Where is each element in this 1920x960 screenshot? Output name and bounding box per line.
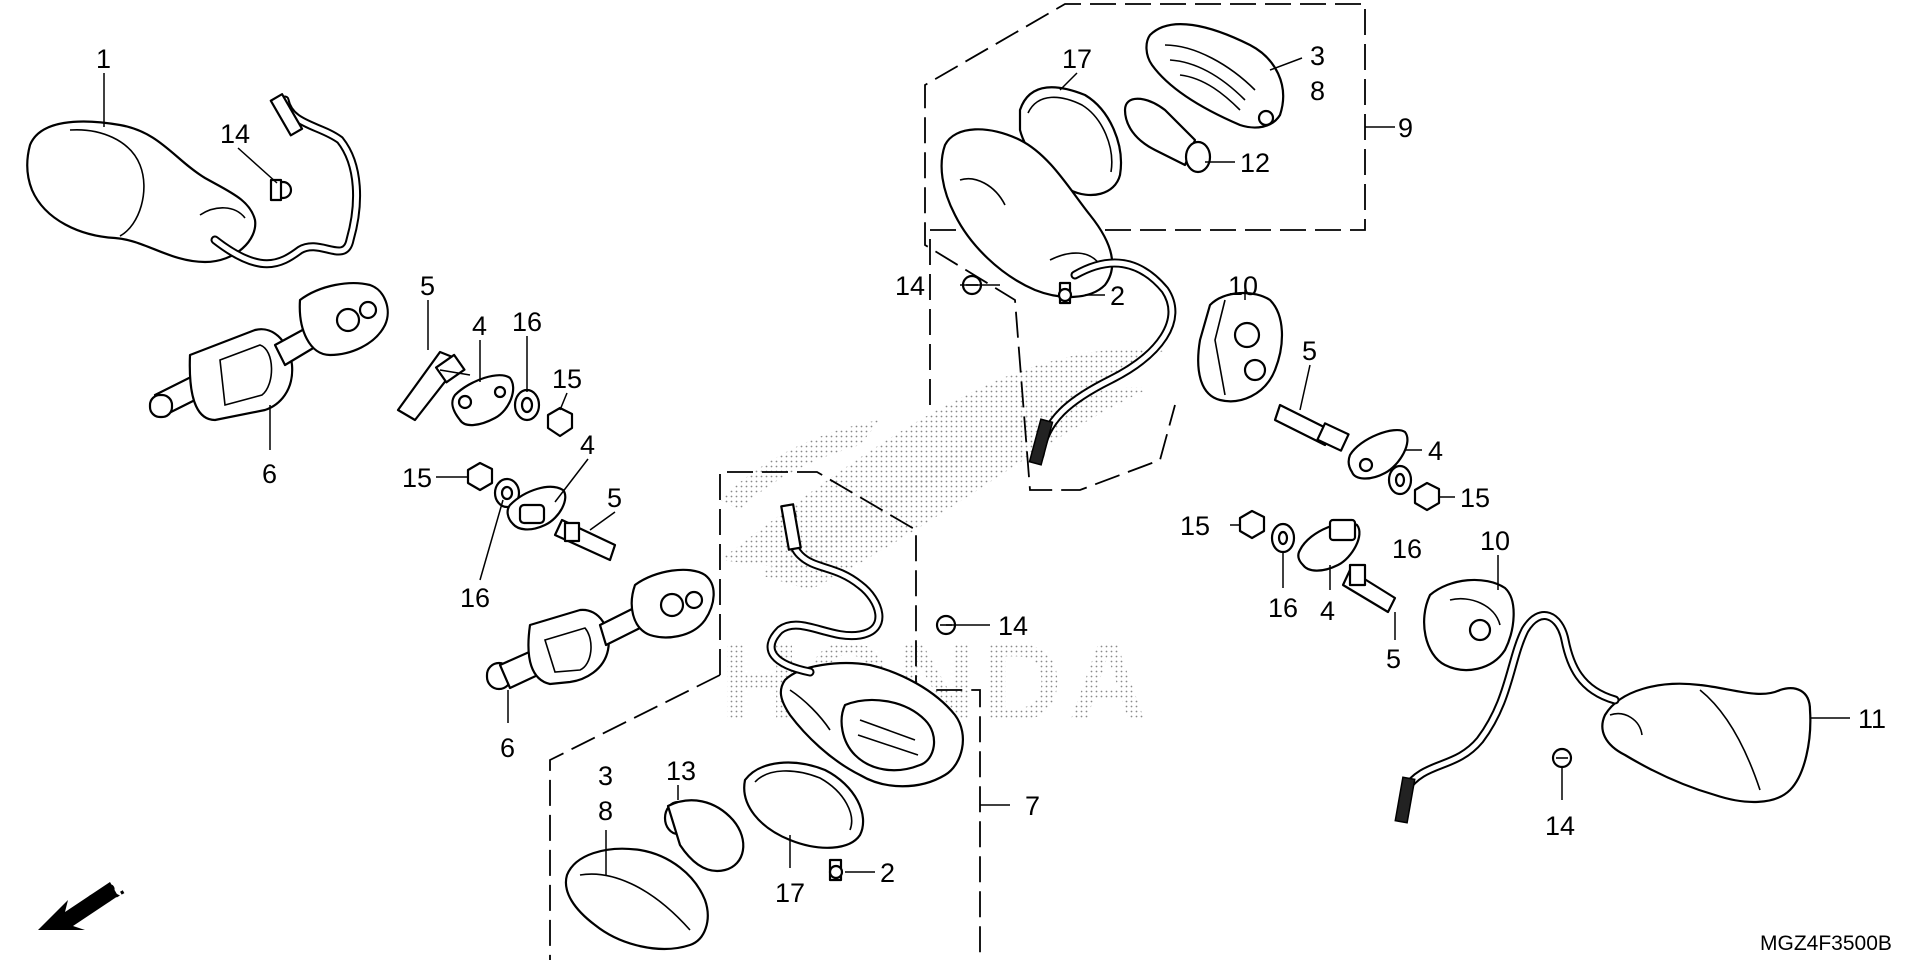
washer-16-lower-left <box>493 477 521 509</box>
callout-4-upper-right: 4 <box>1428 436 1443 466</box>
callout-4-lower-left: 4 <box>580 430 595 460</box>
winker-lens-lower <box>564 847 709 951</box>
callout-5-upper-right: 5 <box>1302 336 1317 366</box>
callout-12: 12 <box>1240 148 1270 178</box>
callout-2-upper: 2 <box>1110 281 1125 311</box>
screw-14-a <box>269 178 293 202</box>
collar-4-lower-right <box>1297 518 1361 572</box>
callout-14-lower-center: 14 <box>998 611 1028 641</box>
callout-15-lower-right: 15 <box>1180 511 1210 541</box>
winker-wire-upper-center <box>1028 258 1177 466</box>
screw-2-b <box>828 858 844 882</box>
diagram-code: MGZ4F3500B <box>1760 932 1892 955</box>
winker-body-upper-center <box>940 128 1114 299</box>
winker-stay-lower-right <box>1423 578 1515 672</box>
winker-body-left <box>26 120 257 264</box>
winker-wire-right <box>1394 611 1620 824</box>
assembly-7-boundary <box>719 471 981 960</box>
callout-4-lower-right: 4 <box>1320 596 1335 626</box>
callout-15-lower-left: 15 <box>402 463 432 493</box>
callout-17-upper: 17 <box>1062 44 1092 74</box>
nut-15-upper-right <box>1413 481 1441 512</box>
winker-stay-upper-right <box>1197 291 1284 403</box>
callout-16-upper-right: 16 <box>1392 534 1422 564</box>
leader-lines <box>103 57 1850 875</box>
callout-3-upper: 3 <box>1310 41 1325 71</box>
callout-5-lower-left: 5 <box>607 483 622 513</box>
callout-13: 13 <box>666 756 696 786</box>
winker-bulb-lower <box>663 799 745 873</box>
nut-15-lower-left <box>466 461 494 492</box>
callout-10-upper: 10 <box>1228 271 1258 301</box>
callout-4-upper-left: 4 <box>472 311 487 341</box>
callout-16-upper-left: 16 <box>512 307 542 337</box>
bolt-5-upper-left <box>396 350 471 422</box>
callout-16-lower-right: 16 <box>1268 593 1298 623</box>
callout-8-lower: 8 <box>598 796 613 826</box>
screw-14-d <box>1551 747 1573 769</box>
callout-14-center: 14 <box>895 271 925 301</box>
collar-4-lower-left <box>506 485 567 531</box>
callout-5-lower-right: 5 <box>1386 644 1401 674</box>
washer-16-upper-right <box>1387 464 1413 496</box>
winker-wire-left <box>210 93 361 269</box>
nut-15-upper <box>546 406 574 438</box>
callout-17-lower: 17 <box>775 878 805 908</box>
winker-body-lower-center <box>779 662 964 788</box>
callout-7: 7 <box>1025 791 1040 821</box>
bolt-5-upper-right <box>1273 403 1350 452</box>
callout-5-upper-left: 5 <box>420 271 435 301</box>
callout-15-upper-right: 15 <box>1460 483 1490 513</box>
callout-2-lower: 2 <box>880 858 895 888</box>
winker-wire-lower-center <box>766 503 884 677</box>
winker-lens-upper <box>1145 23 1285 129</box>
nut-15-lower-right <box>1238 509 1266 540</box>
callout-1: 1 <box>96 44 111 74</box>
assembly-7-boundary-lower <box>549 674 721 960</box>
washer-16-lower-right <box>1270 522 1296 554</box>
screw-2-a <box>1057 281 1073 305</box>
callout-16-lower-left: 16 <box>460 583 490 613</box>
callout-labels: 1 14 5 4 16 15 6 15 4 5 16 6 17 3 8 9 12… <box>96 41 1886 908</box>
callout-11: 11 <box>1858 704 1886 734</box>
bolt-5-lower-left <box>553 518 617 562</box>
assembly-9-boundary <box>924 3 1366 491</box>
collar-4-upper-left <box>451 374 515 427</box>
callout-9: 9 <box>1398 113 1413 143</box>
callout-14-right: 14 <box>1545 811 1575 841</box>
callout-6-upper: 6 <box>262 459 277 489</box>
callout-10-lower: 10 <box>1480 526 1510 556</box>
winker-body-right <box>1601 682 1812 803</box>
callout-14-upper-left: 14 <box>220 119 250 149</box>
callout-3-lower: 3 <box>598 761 613 791</box>
front-direction-arrow: FR. <box>38 875 128 930</box>
callout-6-lower: 6 <box>500 733 515 763</box>
honda-wing-watermark: HONDA <box>720 348 1165 744</box>
gasket-17-lower <box>743 761 865 849</box>
callout-8-upper: 8 <box>1310 76 1325 106</box>
winker-stay-lower-left <box>485 568 715 691</box>
washer-16-upper <box>513 388 541 422</box>
bolt-5-lower-right <box>1341 563 1397 614</box>
collar-4-upper-right <box>1347 429 1409 480</box>
callout-15-upper-left: 15 <box>552 364 582 394</box>
winker-stay-upper-left <box>148 282 389 422</box>
winker-bulb-upper <box>1123 97 1212 174</box>
